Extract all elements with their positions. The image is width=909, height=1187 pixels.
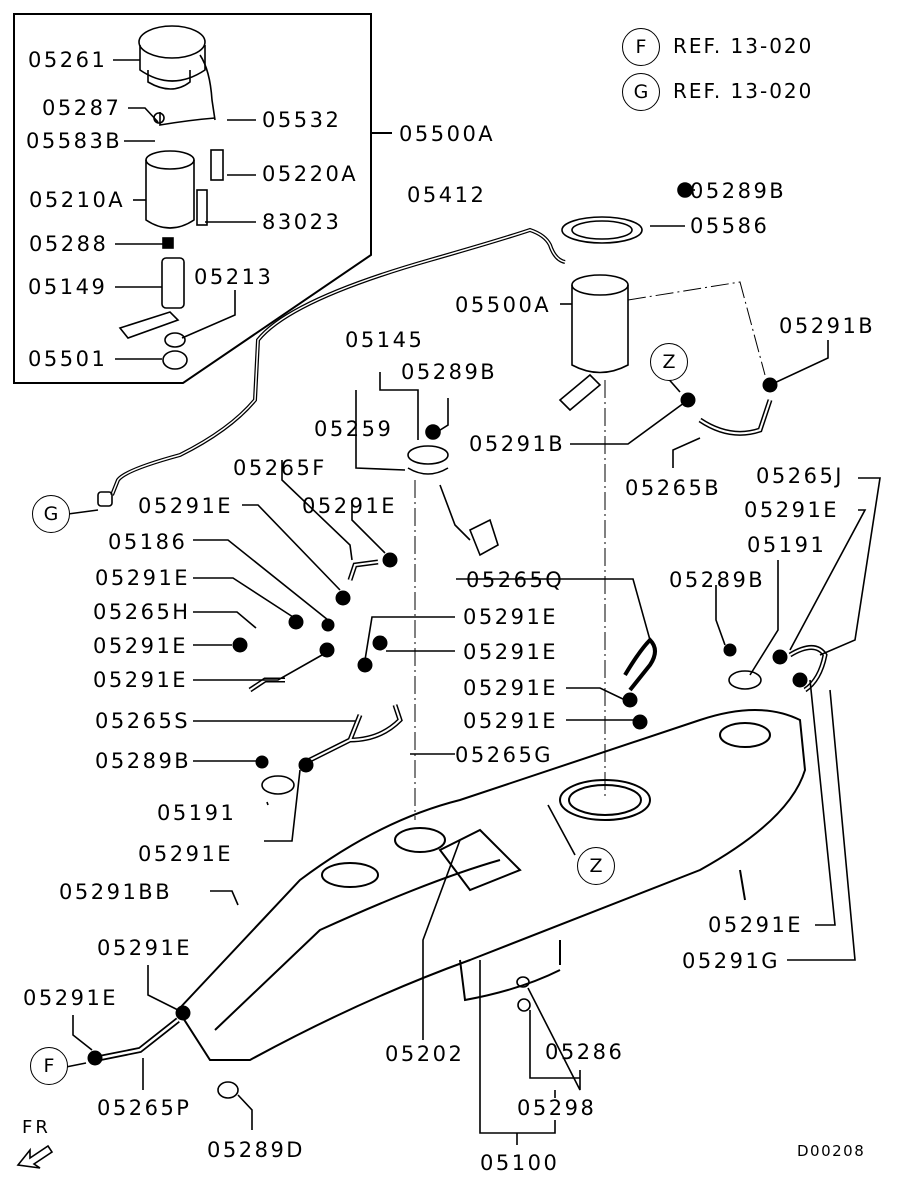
part-label-05586[interactable]: 05586 [690,214,770,238]
part-label-05289B-left[interactable]: 05289B [95,749,192,773]
part-label-05210A[interactable]: 05210A [29,188,126,212]
part-label-05259[interactable]: 05259 [314,417,394,441]
ref-marker-f-letter: F [635,36,647,58]
part-label-05500A[interactable]: 05500A [455,293,552,317]
part-label-05289D[interactable]: 05289D [207,1138,305,1162]
hose-05265P [99,1017,180,1061]
part-label-05145[interactable]: 05145 [345,328,425,352]
part-label-05265B[interactable]: 05265B [625,476,722,500]
part-label-05213[interactable]: 05213 [194,265,274,289]
part-label-05291E-d[interactable]: 05291E [93,634,189,658]
fr-arrow [16,1144,54,1169]
part-label-05286[interactable]: 05286 [545,1040,625,1064]
part-label-05298[interactable]: 05298 [517,1096,597,1120]
inset-box [13,13,372,384]
inset-pump-flange [138,25,216,121]
part-label-05501[interactable]: 05501 [28,347,108,371]
part-label-05289B-sender[interactable]: 05289B [401,360,498,384]
clamps [87,377,808,1066]
part-label-05261[interactable]: 05261 [28,48,108,72]
callout-z-bottom-letter: Z [589,855,603,877]
part-label-05291B-right[interactable]: 05291B [779,314,876,338]
part-label-05291E-n[interactable]: 05291E [708,913,804,937]
part-label-05265S[interactable]: 05265S [95,709,191,733]
part-label-05291E-j[interactable]: 05291E [463,640,559,664]
inset-connector [196,149,224,226]
inset-filter [145,112,216,229]
part-label-05191-right[interactable]: 05191 [747,533,827,557]
callout-g-letter: G [43,503,59,525]
part-label-05291E-a[interactable]: 05291E [138,494,234,518]
part-label-05291E-b[interactable]: 05291E [302,494,398,518]
part-label-05291E-c[interactable]: 05291E [95,566,191,590]
hose-05265S [298,704,403,768]
part-label-05412[interactable]: 05412 [407,183,487,207]
hose-05265B [698,399,773,436]
fuel-tank [176,709,807,1061]
part-label-05291B-mid[interactable]: 05291B [469,432,566,456]
part-label-05583B[interactable]: 05583B [26,129,123,153]
part-label-05220A[interactable]: 05220A [262,162,359,186]
part-label-05291G[interactable]: 05291G [682,949,781,973]
hose-05265Q [623,637,657,692]
part-label-05100[interactable]: 05100 [480,1151,560,1175]
centerlines [414,281,766,820]
caps [217,670,762,1099]
ref-f-text: REF. 13-020 [673,34,814,58]
part-label-05265H[interactable]: 05265H [93,600,191,624]
ref-marker-g: G [622,73,660,111]
ref-g-text: REF. 13-020 [673,79,814,103]
part-label-05191-left[interactable]: 05191 [157,801,237,825]
callout-f: F [30,1047,68,1085]
part-label-05186[interactable]: 05186 [108,530,188,554]
ref-marker-g-letter: G [633,81,649,103]
part-label-05265G[interactable]: 05265G [455,743,554,767]
part-label-05265J[interactable]: 05265J [756,464,844,488]
leader-lines [65,59,881,1145]
callout-z-top: Z [650,343,688,381]
callout-z-bottom: Z [577,847,615,885]
part-label-05291E-l[interactable]: 05291E [463,709,559,733]
part-label-83023[interactable]: 83023 [262,210,342,234]
drawing-code: D00208 [797,1142,866,1160]
part-label-05265P[interactable]: 05265P [97,1096,192,1120]
part-label-05287[interactable]: 05287 [42,96,122,120]
sender-unit [407,424,499,557]
part-label-05289B-right[interactable]: 05289B [669,568,766,592]
callout-z-top-letter: Z [662,351,676,373]
ref-marker-f: F [622,28,660,66]
callout-g: G [32,495,70,533]
part-label-05291E-k[interactable]: 05291E [463,676,559,700]
hose-05265H [248,677,285,693]
callout-f-letter: F [43,1055,55,1077]
part-label-05291BB[interactable]: 05291BB [59,880,173,904]
pump-module [558,182,693,412]
part-label-05500A-assembly[interactable]: 05500A [399,122,496,146]
inset-pump [118,237,188,370]
part-label-05265Q[interactable]: 05265Q [466,568,565,592]
part-label-05291E-m[interactable]: 05291E [744,498,840,522]
part-label-05291E-i[interactable]: 05291E [463,605,559,629]
part-label-05291E-g[interactable]: 05291E [97,936,193,960]
part-label-05149[interactable]: 05149 [28,275,108,299]
part-label-05289B-top[interactable]: 05289B [690,179,787,203]
part-label-05291E-e[interactable]: 05291E [93,668,189,692]
part-label-05202[interactable]: 05202 [385,1042,465,1066]
part-label-05265F[interactable]: 05265F [233,456,327,480]
part-label-05291E-f[interactable]: 05291E [138,842,234,866]
part-label-05532[interactable]: 05532 [262,108,342,132]
part-label-05291E-h[interactable]: 05291E [23,986,119,1010]
part-label-05288[interactable]: 05288 [29,232,109,256]
front-direction-label: FR [22,1117,51,1138]
